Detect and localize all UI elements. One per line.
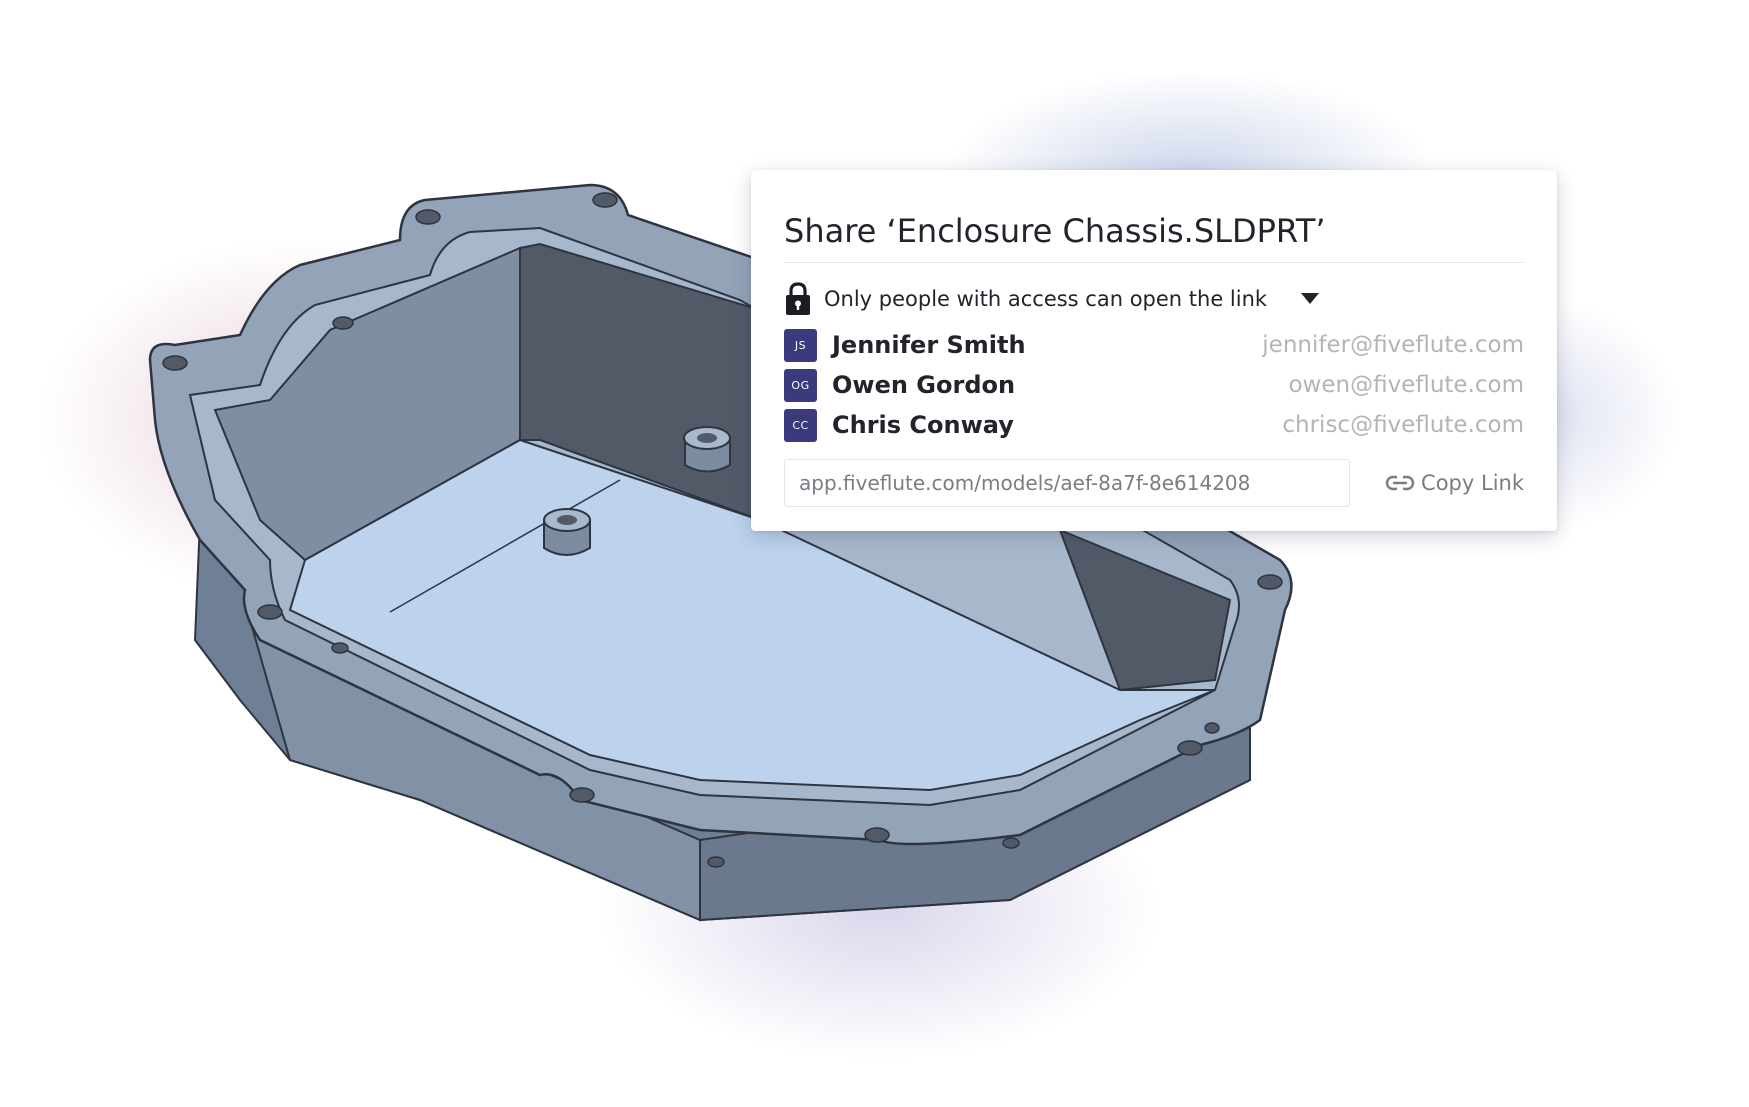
share-dialog: Share ‘Enclosure Chassis.SLDPRT’ Only pe… [751,170,1557,531]
avatar: JS [784,328,817,362]
user-email: jennifer@fiveflute.com [1262,332,1524,358]
model-flange-holes [162,192,1283,868]
user-email: chrisc@fiveflute.com [1282,412,1524,438]
user-row: OG Owen Gordon owen@fiveflute.com [784,365,1524,405]
lock-icon [786,282,810,315]
model-inner-wall-dark [1058,528,1232,692]
model-boss [683,426,731,473]
link-row: Copy Link [784,459,1524,507]
model-boss [543,508,591,556]
avatar: CC [784,408,817,442]
copy-link-button[interactable]: Copy Link [1385,471,1524,495]
user-name: Owen Gordon [832,371,1016,399]
user-name: Chris Conway [832,411,1014,439]
user-name: Jennifer Smith [832,331,1026,359]
share-link-field[interactable] [784,459,1350,507]
user-row: CC Chris Conway chrisc@fiveflute.com [784,405,1524,445]
link-icon [1385,475,1415,491]
copy-link-label: Copy Link [1421,471,1524,495]
user-email: owen@fiveflute.com [1288,372,1524,398]
dialog-title: Share ‘Enclosure Chassis.SLDPRT’ [784,170,1524,263]
caret-down-icon[interactable] [1301,293,1320,305]
access-setting[interactable]: Only people with access can open the lin… [784,279,1524,319]
access-label: Only people with access can open the lin… [824,287,1268,311]
avatar: OG [784,368,817,402]
model-floor [288,438,1216,792]
user-row: JS Jennifer Smith jennifer@fiveflute.com [784,325,1524,365]
